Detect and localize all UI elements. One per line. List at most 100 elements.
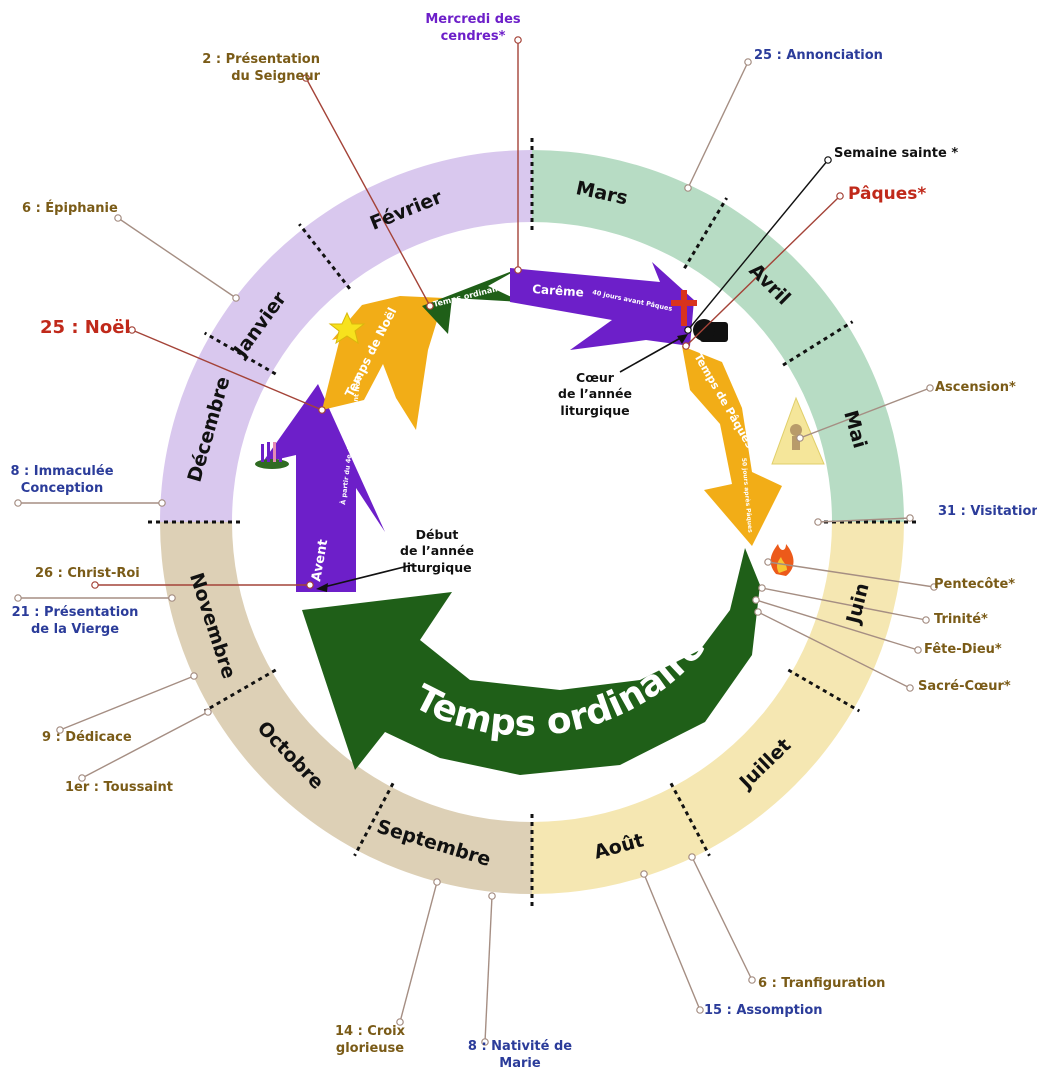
event-assomption: 15 : Assomption [704, 1003, 823, 1018]
month-separator [787, 668, 861, 713]
leader-dot [914, 646, 922, 654]
leader-dot [758, 584, 766, 592]
leader-dot [318, 406, 326, 414]
leader-dot [814, 518, 822, 526]
cross-icon [671, 290, 697, 326]
event-annonciation: 25 : Annonciation [754, 48, 883, 63]
leader-line [755, 599, 919, 651]
leader-line [691, 856, 753, 981]
leader-line [59, 675, 195, 731]
tomb-icon [693, 319, 728, 342]
month-separator [683, 197, 728, 270]
leader-dot [836, 192, 844, 200]
leader-dot [824, 156, 832, 164]
leader-line [761, 587, 927, 621]
leader-dot [306, 581, 314, 589]
flame-icon [770, 544, 794, 576]
leader-dot [906, 514, 914, 522]
leader-dot [128, 326, 136, 334]
leader-line [687, 61, 749, 189]
leader-line [131, 329, 323, 411]
paques-arrow [682, 346, 782, 546]
leader-dot [744, 58, 752, 66]
month-separator [782, 320, 854, 367]
leader-dot [752, 596, 760, 604]
ring-quadrant [532, 150, 904, 522]
month-ring [160, 150, 904, 894]
month-separator [669, 782, 711, 857]
leader-line [757, 611, 911, 689]
leader-dot [204, 708, 212, 716]
careme-arrow [510, 262, 694, 350]
event-toussaint: 1er : Toussaint [65, 780, 174, 795]
leader-dot [696, 1006, 704, 1014]
event-dedicace: 9 : Dédicace [42, 730, 132, 745]
leader-line [799, 387, 931, 439]
month-separator [298, 223, 351, 290]
leader-dot [78, 774, 86, 782]
leader-dot [764, 558, 772, 566]
leader-dot [684, 184, 692, 192]
advent-wreath-icon [255, 442, 289, 469]
leader-dot [796, 434, 804, 442]
leader-dot [748, 976, 756, 984]
event-visitation: 31 : Visitation [938, 504, 1037, 519]
leader-dot [232, 294, 240, 302]
leader-line [399, 881, 438, 1023]
month-separators [146, 136, 918, 908]
leader-dot [514, 266, 522, 274]
event-sacre-coeur: Sacré-Cœur* [918, 679, 1011, 694]
event-christ-roi: 26 : Christ-Roi [35, 566, 140, 581]
ring-quadrant [160, 150, 532, 522]
leader-dot [158, 499, 166, 507]
careme-label: Carême [532, 282, 584, 300]
leader-dot [926, 384, 934, 392]
event-noel: 25 : Noël [40, 317, 131, 338]
leader-dot [684, 326, 692, 334]
annotation-arrows [316, 334, 688, 592]
event-transfiguration: 6 : Tranfiguration [758, 976, 886, 991]
leader-dot [190, 672, 198, 680]
leader-line [305, 77, 431, 307]
leader-dot [14, 499, 22, 507]
avent-label: Avent [309, 538, 331, 582]
leader-line [81, 711, 209, 779]
leader-dot [14, 594, 22, 602]
leader-dot [433, 878, 441, 886]
ascension-icon [771, 396, 825, 465]
leader-dot [302, 74, 310, 82]
leader-line [817, 517, 911, 523]
icons [255, 290, 825, 576]
leader-dot [682, 342, 690, 350]
leader-line [117, 217, 237, 299]
ring-quadrant [532, 522, 904, 894]
star-icon [328, 311, 366, 345]
leader-dot [922, 616, 930, 624]
leader-dot [168, 594, 176, 602]
ordinaire-big-arrow [302, 548, 760, 775]
leader-dot [396, 1018, 404, 1026]
leader-dot [930, 583, 938, 591]
leader-line [484, 895, 493, 1043]
leader-line [687, 159, 829, 331]
leader-line [767, 561, 935, 588]
leader-dot [514, 36, 522, 44]
event-semaine-sainte: Semaine sainte * [834, 146, 959, 161]
ordinaire-short-arrow [422, 268, 522, 334]
event-fete-dieu: Fête-Dieu* [924, 642, 1002, 657]
leader-dot [481, 1038, 489, 1046]
month-separator [203, 668, 277, 713]
avent-arrow [262, 384, 385, 592]
month-separator [203, 331, 277, 376]
leader-dot [688, 853, 696, 861]
event-ascension: Ascension* [935, 380, 1016, 395]
event-leader-lines [14, 36, 938, 1046]
